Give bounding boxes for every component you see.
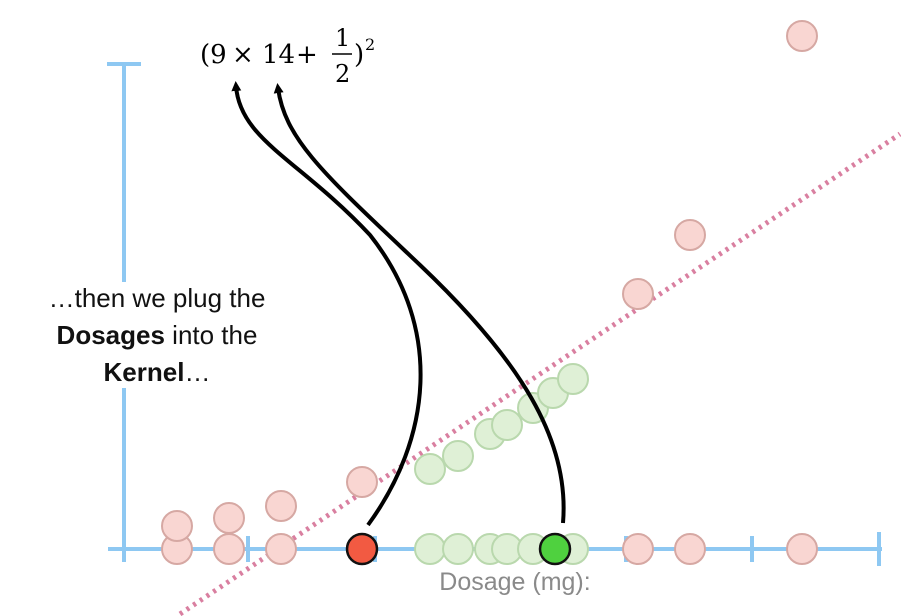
formula-frac-num: 1 [335,24,350,52]
y-axis [107,62,141,560]
caption-dosages: Dosages [56,320,165,350]
faded-red-point [622,533,654,565]
faded-red-point [213,502,245,534]
caption-line-3-rest: … [184,357,211,387]
formula-close: ) [354,40,364,70]
x-axis-label: Dosage (mg): [439,568,591,596]
caption-line-2: Dosages into the [18,317,296,354]
formula-num: 14 [262,40,295,70]
faded-red-point [346,466,378,498]
formula-exponent: 2 [365,35,375,54]
arrow-from-red-point [231,81,423,527]
faded-green-point [557,363,589,395]
faded-red-point [786,533,818,565]
faded-red-point [213,533,245,565]
kernel-formula: (9 × 14 + 1 2 ) 2 [200,24,375,88]
faded-green-points [414,363,589,565]
red-dosage-point [345,532,379,566]
formula-open: (9 [200,40,227,70]
faded-red-point [622,278,654,310]
faded-red-points [161,20,818,565]
faded-green-point [491,409,523,441]
formula-plus: + [296,40,318,70]
green-dosage-point [538,532,572,566]
faded-red-point [265,533,297,565]
faded-red-point [265,490,297,522]
formula-times: × [232,40,254,70]
dotted-decision-line [178,131,901,616]
faded-red-point [674,533,706,565]
faded-red-point [161,510,193,542]
caption-text: …then we plug the Dosages into the Kerne… [18,280,296,391]
arrow-from-green-point [273,83,566,524]
caption-line-2-rest: into the [164,320,258,350]
faded-green-point [442,440,474,472]
faded-red-point [674,219,706,251]
faded-green-point [442,533,474,565]
faded-red-point [786,20,818,52]
faded-green-point [414,453,446,485]
faded-green-point [414,533,446,565]
caption-kernel: Kernel [103,357,185,387]
caption-line-3: Kernel… [18,354,296,391]
formula-frac-den: 2 [335,60,350,88]
caption-line-1: …then we plug the [48,283,266,313]
